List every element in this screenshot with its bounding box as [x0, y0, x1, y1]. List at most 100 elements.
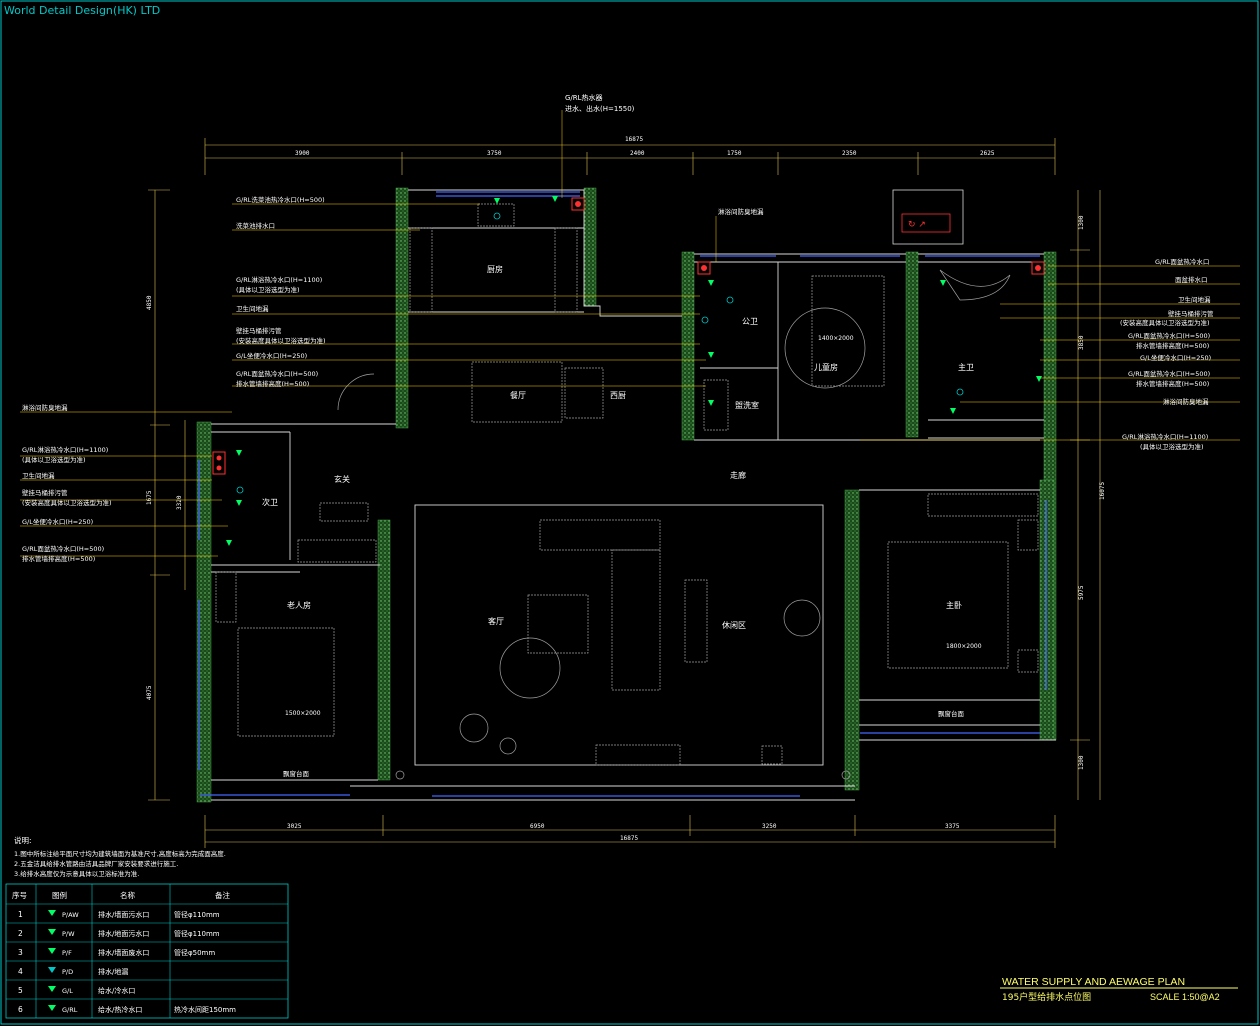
dim-bottom-1: 3025 [287, 823, 302, 830]
room-elder: 老人房 [287, 600, 311, 610]
room-corridor: 走廊 [730, 470, 746, 480]
dim-top-total: 16875 [625, 136, 643, 143]
room-master-bath: 主卫 [958, 362, 974, 372]
label-pb-shower-drain-top: 淋浴间防臭地漏 [718, 207, 764, 216]
room-kitchen: 厨房 [487, 264, 503, 274]
floorplan-outline [211, 189, 1056, 801]
legend-row-name: 排水/地面污水口 [98, 929, 149, 938]
legend-row-name: 排水/墙面废水口 [98, 948, 149, 957]
dim-top-5: 2350 [842, 150, 857, 157]
company-name: World Detail Design(HK) LTD [4, 4, 160, 17]
label-sb-floor-drain: 卫生间地漏 [22, 471, 55, 480]
note-3: 3.给排水高度仅为示意具体以卫浴标准为准. [14, 869, 139, 878]
legend-row-no: 2 [18, 929, 23, 938]
label-mb-basin-hc: G/RL面盆热冷水口(H=500) [1128, 331, 1210, 340]
label-pb-basin: G/RL面盆热冷水口(H=500) [236, 369, 318, 378]
legend-symbol-icon [48, 1005, 56, 1011]
legend-symbol-icon [48, 948, 56, 954]
label-mb-shower-note: (具体以卫浴选型为准) [1140, 442, 1204, 451]
label-mb-shower-drain: 淋浴间防臭地漏 [1163, 397, 1209, 406]
room-master-bedroom: 主卧 [946, 600, 962, 610]
legend-row-code: P/D [62, 968, 73, 976]
room-laundry: 盥洗室 [735, 400, 759, 410]
note-2: 2.五金洁具给排水管路由洁具品牌厂家安装要求进行施工. [14, 859, 178, 868]
legend-row-code: P/W [62, 930, 75, 938]
legend-row-code: G/RL [62, 1006, 78, 1014]
legend-row-no: 6 [18, 1005, 23, 1014]
legend-symbol-icon [48, 929, 56, 935]
windows [198, 191, 1047, 797]
label-mb-toilet: 壁挂马桶排污管 [1168, 309, 1214, 318]
dim-top-2: 3750 [487, 150, 502, 157]
room-child-bed-size: 1400×2000 [818, 335, 854, 342]
dim-bottom-4: 3375 [945, 823, 960, 830]
label-mb-basin: G/RL面盆热冷水口 [1155, 257, 1209, 266]
label-mb-toilet-note: (安装高度具体以卫浴选型为准) [1120, 318, 1210, 327]
label-heater-io: 进水、出水(H=1550) [565, 104, 635, 113]
dim-top-3: 2400 [630, 150, 645, 157]
legend-row-no: 5 [18, 986, 23, 995]
title-block: WATER SUPPLY AND AEWAGE PLAN 195户型给排水点位图… [1000, 976, 1238, 1003]
title-cn: 195户型给排水点位图 [1002, 991, 1091, 1003]
label-sb-toilet-water: G/L坐便冷水口(H=250) [22, 517, 93, 526]
room-western-kitchen: 西厨 [610, 391, 626, 400]
label-mb-floor-drain: 卫生间地漏 [1178, 295, 1211, 304]
ac-arrow-icon: ↻ ↗ [908, 220, 926, 230]
legend-row-note: 管径φ110mm [174, 929, 220, 938]
label-sb-shower-note: (具体以卫浴选型为准) [22, 455, 86, 464]
legend-row-note: 热冷水间距150mm [174, 1005, 236, 1014]
legend-row-note: 管径φ50mm [174, 948, 215, 957]
dim-bottom-total: 16875 [620, 835, 638, 842]
dim-top-1: 3900 [295, 150, 310, 157]
label-sb-shower: G/RL淋浴热冷水口(H=1100) [22, 445, 108, 454]
label-pb-toilet: 壁挂马桶排污管 [236, 326, 282, 335]
ac-unit [901, 213, 951, 233]
label-sb-toilet: 壁挂马桶排污管 [22, 488, 68, 497]
room-public-bath: 公卫 [742, 317, 758, 326]
dim-bottom-2: 6950 [530, 823, 545, 830]
bottom-dimension-lines [204, 815, 1056, 848]
legend-row-code: G/L [62, 987, 73, 995]
label-heater: G/RL热水器 [565, 93, 603, 102]
label-sb-toilet-note: (安装高度具体以卫浴选型为准) [22, 498, 112, 507]
legend-symbol-icon [48, 910, 56, 916]
legend-row-name: 给水/冷水口 [98, 986, 135, 995]
legend-header-note: 备注 [215, 890, 230, 900]
dim-top-4: 1750 [727, 150, 742, 157]
ac-platform [892, 189, 964, 245]
label-mb-basin-hc2: G/RL面盆热冷水口(H=500) [1128, 369, 1210, 378]
legend-row-code: P/F [62, 949, 72, 957]
label-pb-toilet-water: G/L坐便冷水口(H=250) [236, 351, 307, 360]
label-sb-shower-drain: 淋浴间防臭地漏 [22, 403, 68, 412]
round-furniture [337, 269, 1011, 780]
room-elder-bed-size: 1500×2000 [285, 710, 321, 717]
note-1: 1.图中所标注给平面尺寸均为建筑墙面为基准尺寸,高度标高为完成面高度. [14, 849, 226, 858]
label-pb-shower-note: (具体以卫浴选型为准) [236, 285, 300, 294]
room-leisure: 休闲区 [722, 620, 746, 630]
label-kitchen-sink: G/RL洗菜池热冷水口(H=500) [236, 195, 325, 204]
dim-top-6: 2625 [980, 150, 995, 157]
label-mb-toilet-water: G/L坐便冷水口(H=250) [1140, 353, 1211, 362]
room-dining: 餐厅 [510, 391, 526, 400]
label-mb-shower: G/RL淋浴热冷水口(H=1100) [1122, 432, 1208, 441]
legend-row-no: 1 [18, 910, 23, 919]
legend-symbol-icon [48, 986, 56, 992]
title-en: WATER SUPPLY AND AEWAGE PLAN [1002, 976, 1185, 988]
dim-left-1: 4850 [146, 295, 153, 310]
room-child: 儿童房 [814, 362, 838, 372]
label-pb-shower: G/RL淋浴热冷水口(H=1100) [236, 275, 322, 284]
label-pb-floor-drain: 卫生间地漏 [236, 304, 269, 313]
legend-header-symbol: 图例 [52, 890, 67, 900]
side-dimension-lines [148, 189, 1101, 801]
room-living: 客厅 [488, 616, 504, 626]
legend-row-code: P/AW [62, 911, 79, 919]
walls [196, 187, 1057, 803]
legend-row-name: 排水/地漏 [98, 967, 128, 976]
dim-bottom-3: 3250 [762, 823, 777, 830]
label-pb-basin-drain: 排水管墙排高度(H=500) [236, 379, 309, 388]
legend-row-no: 3 [18, 948, 23, 957]
room-elder-bay-window: 飘窗台面 [283, 769, 310, 778]
leader-lines [20, 110, 1240, 557]
